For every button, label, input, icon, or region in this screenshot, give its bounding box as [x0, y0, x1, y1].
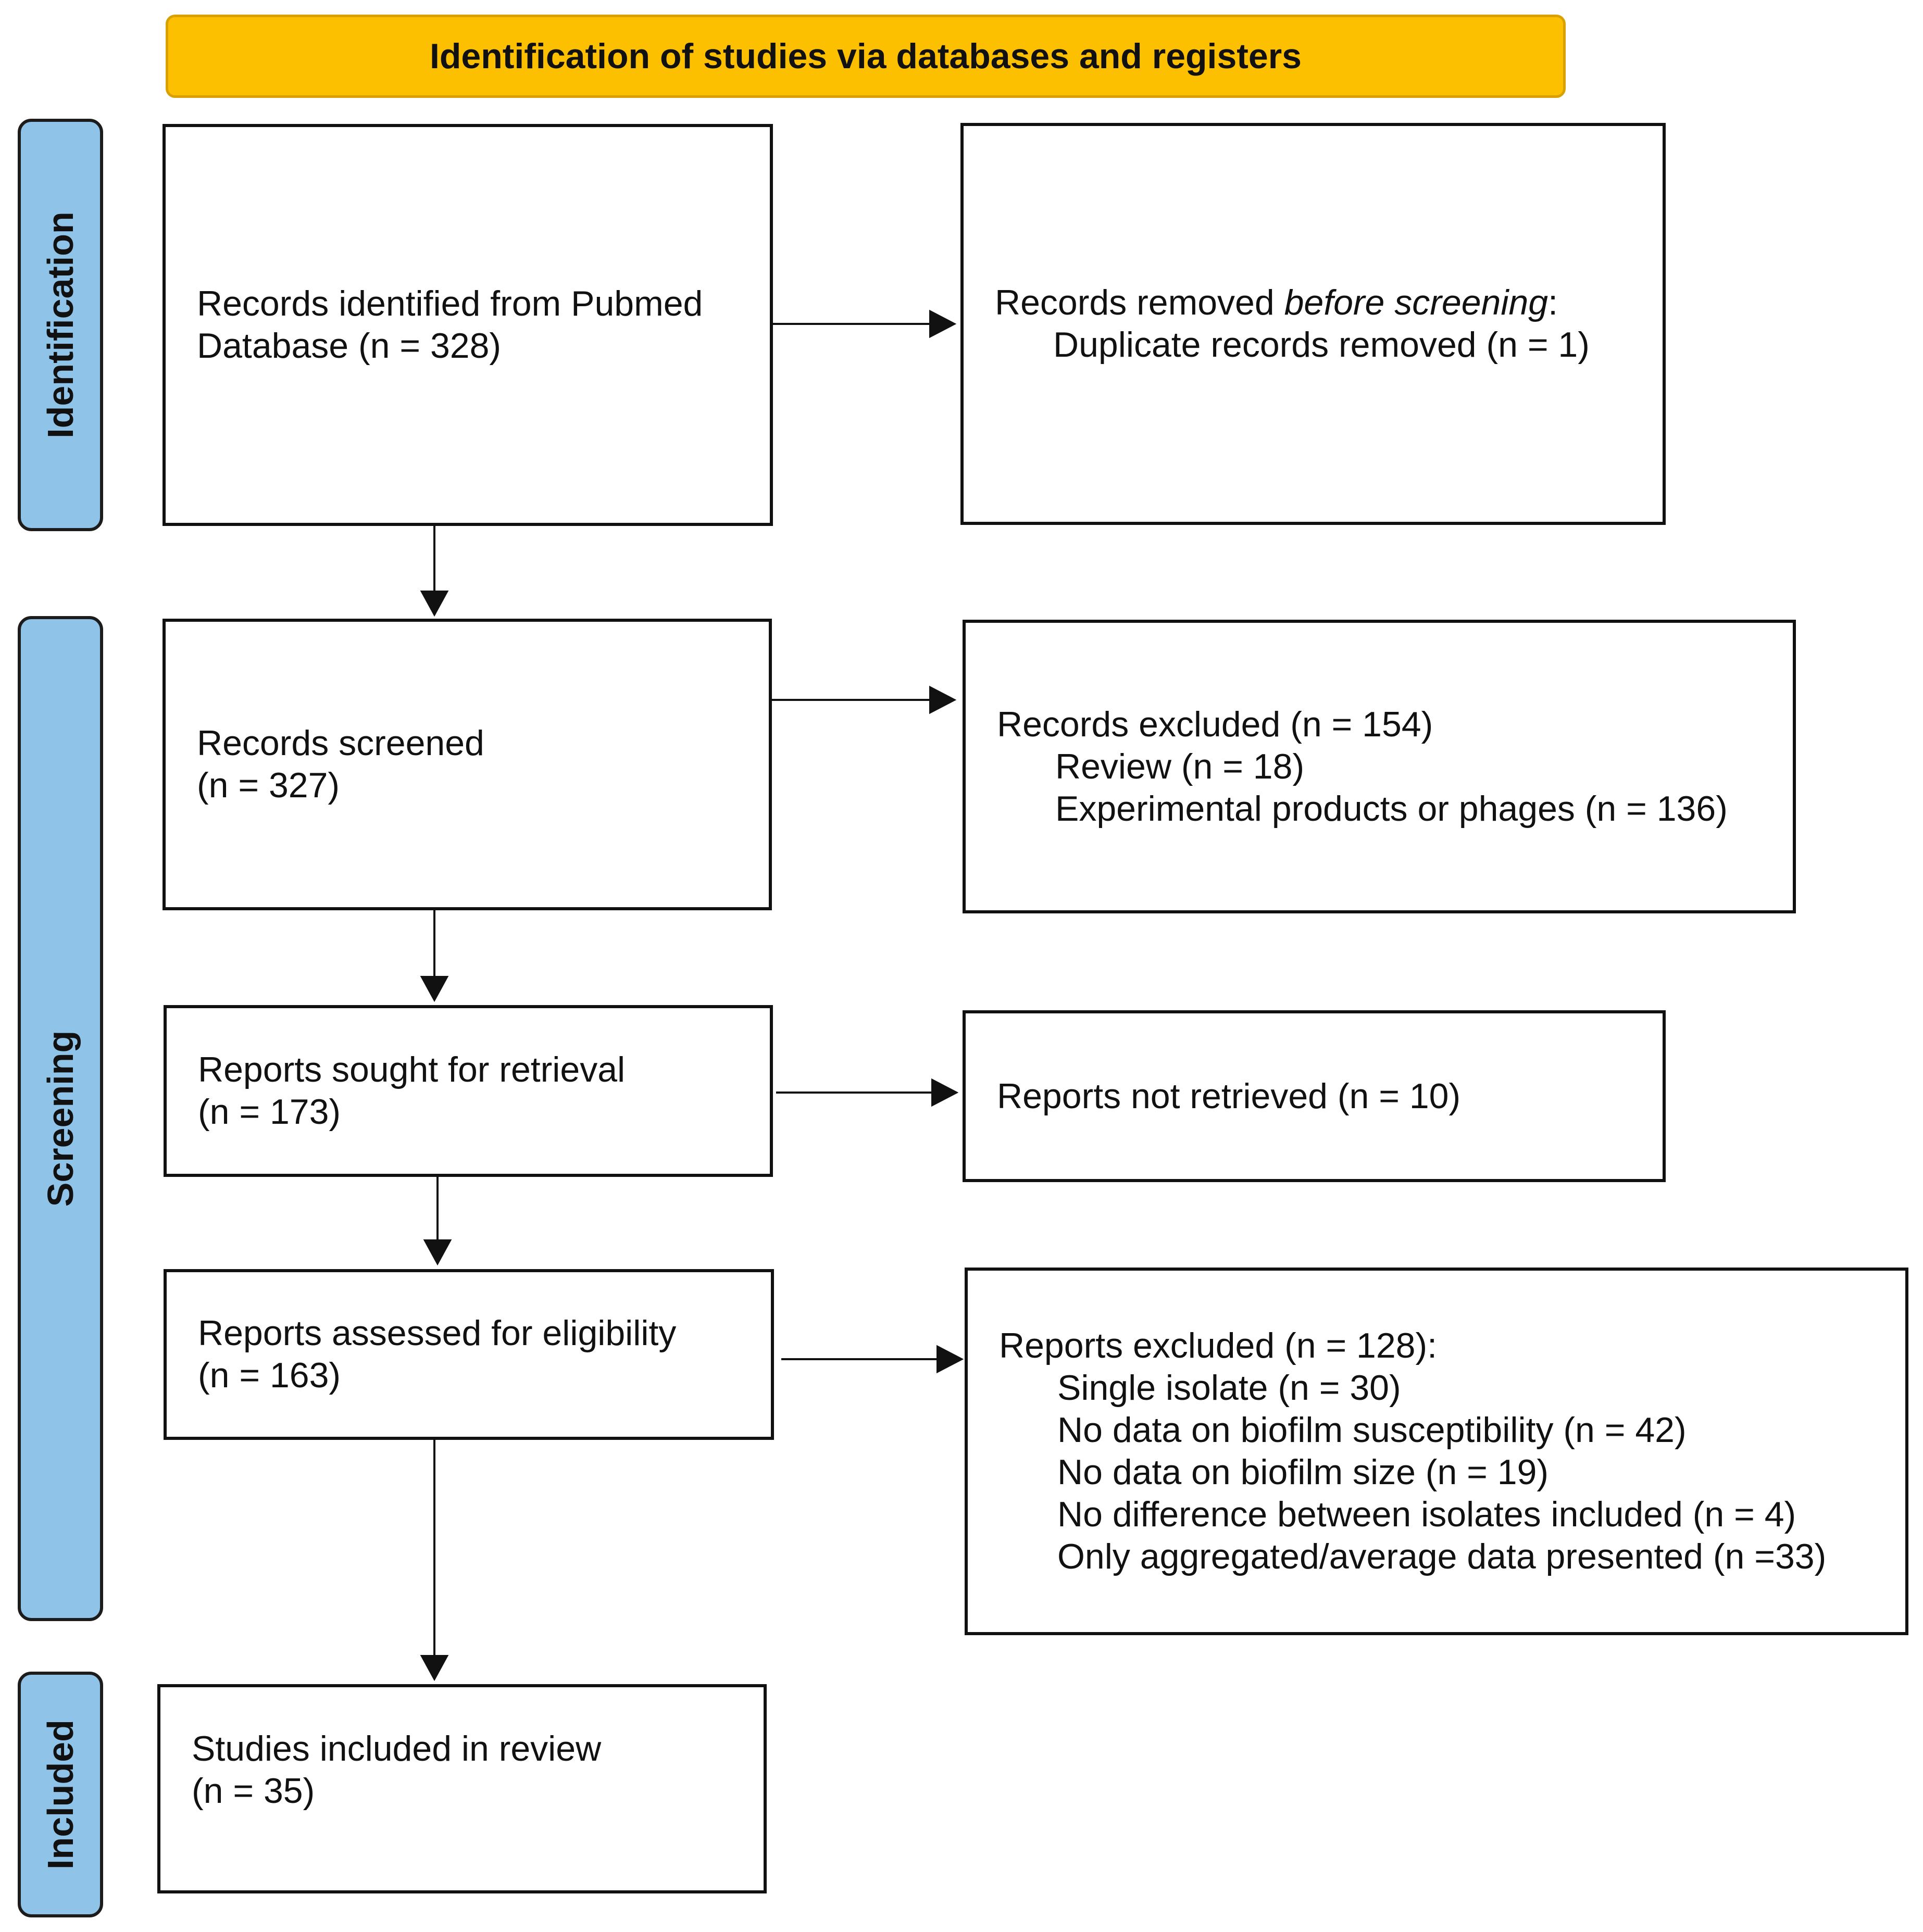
records-excluded-item: Experimental products or phages (n = 136… [1055, 788, 1728, 829]
reports-sought-line2: (n = 173) [198, 1092, 341, 1132]
records-removed-heading-suffix: : [1548, 283, 1558, 322]
arrowhead-sought-to-assessed [423, 1239, 452, 1266]
reports-excluded-item: Single isolate (n = 30) [1057, 1368, 1401, 1408]
records-removed-box: Records removed before screening: Duplic… [960, 123, 1666, 525]
reports-excluded-item: No difference between isolates included … [1057, 1495, 1796, 1534]
arrowhead-sought-to-not-retrieved [931, 1078, 959, 1107]
records-screened-line2: (n = 327) [197, 766, 340, 805]
reports-not-retrieved-box: Reports not retrieved (n = 10) [963, 1010, 1666, 1182]
header-title: Identification of studies via databases … [429, 36, 1302, 76]
reports-not-retrieved-line: Reports not retrieved (n = 10) [997, 1076, 1461, 1116]
identification-header-banner: Identification of studies via databases … [166, 15, 1566, 98]
records-removed-heading: Records removed before screening: [995, 282, 1663, 324]
records-excluded-heading: Records excluded (n = 154) [997, 704, 1433, 744]
arrowhead-assessed-to-included [420, 1655, 449, 1682]
reports-excluded-item: No data on biofilm size (n = 19) [1057, 1452, 1549, 1492]
phase-included: Included [18, 1672, 103, 1917]
records-identified-box: Records identified from Pubmed Database … [163, 124, 773, 526]
reports-excluded-heading: Reports excluded (n = 128): [999, 1326, 1438, 1365]
reports-assessed-box: Reports assessed for eligibility (n = 16… [164, 1269, 774, 1440]
reports-assessed-line1: Reports assessed for eligibility [198, 1313, 677, 1353]
records-identified-line1: Records identified from Pubmed [197, 284, 703, 323]
reports-excluded-item: No data on biofilm susceptibility (n = 4… [1057, 1410, 1687, 1450]
records-identified-line2: Database (n = 328) [197, 326, 502, 366]
records-removed-item: Duplicate records removed (n = 1) [1053, 325, 1590, 365]
phase-screening: Screening [18, 616, 103, 1621]
reports-sought-line1: Reports sought for retrieval [198, 1050, 626, 1089]
studies-included-line1: Studies included in review [192, 1729, 602, 1768]
records-removed-heading-prefix: Records removed [995, 283, 1284, 322]
phase-identification: Identification [18, 119, 103, 531]
arrowhead-identified-to-screened [420, 591, 449, 617]
records-excluded-item: Review (n = 18) [1055, 746, 1305, 786]
records-excluded-box: Records excluded (n = 154) Review (n = 1… [963, 620, 1796, 913]
reports-excluded-box: Reports excluded (n = 128): Single isola… [965, 1268, 1908, 1635]
arrowhead-screened-to-sought [420, 976, 449, 1002]
records-screened-line1: Records screened [197, 723, 484, 763]
reports-sought-box: Reports sought for retrieval (n = 173) [164, 1005, 773, 1177]
arrowhead-assessed-to-excluded [936, 1345, 964, 1374]
records-screened-box: Records screened (n = 327) [163, 619, 772, 910]
studies-included-line2: (n = 35) [192, 1771, 315, 1811]
arrowhead-identified-to-removed [929, 309, 957, 338]
reports-excluded-item: Only aggregated/average data presented (… [1057, 1537, 1827, 1576]
arrowhead-screened-to-excluded [929, 685, 957, 714]
studies-included-box: Studies included in review (n = 35) [157, 1684, 767, 1893]
records-removed-heading-italic: before screening [1284, 283, 1549, 322]
reports-assessed-line2: (n = 163) [198, 1356, 341, 1395]
